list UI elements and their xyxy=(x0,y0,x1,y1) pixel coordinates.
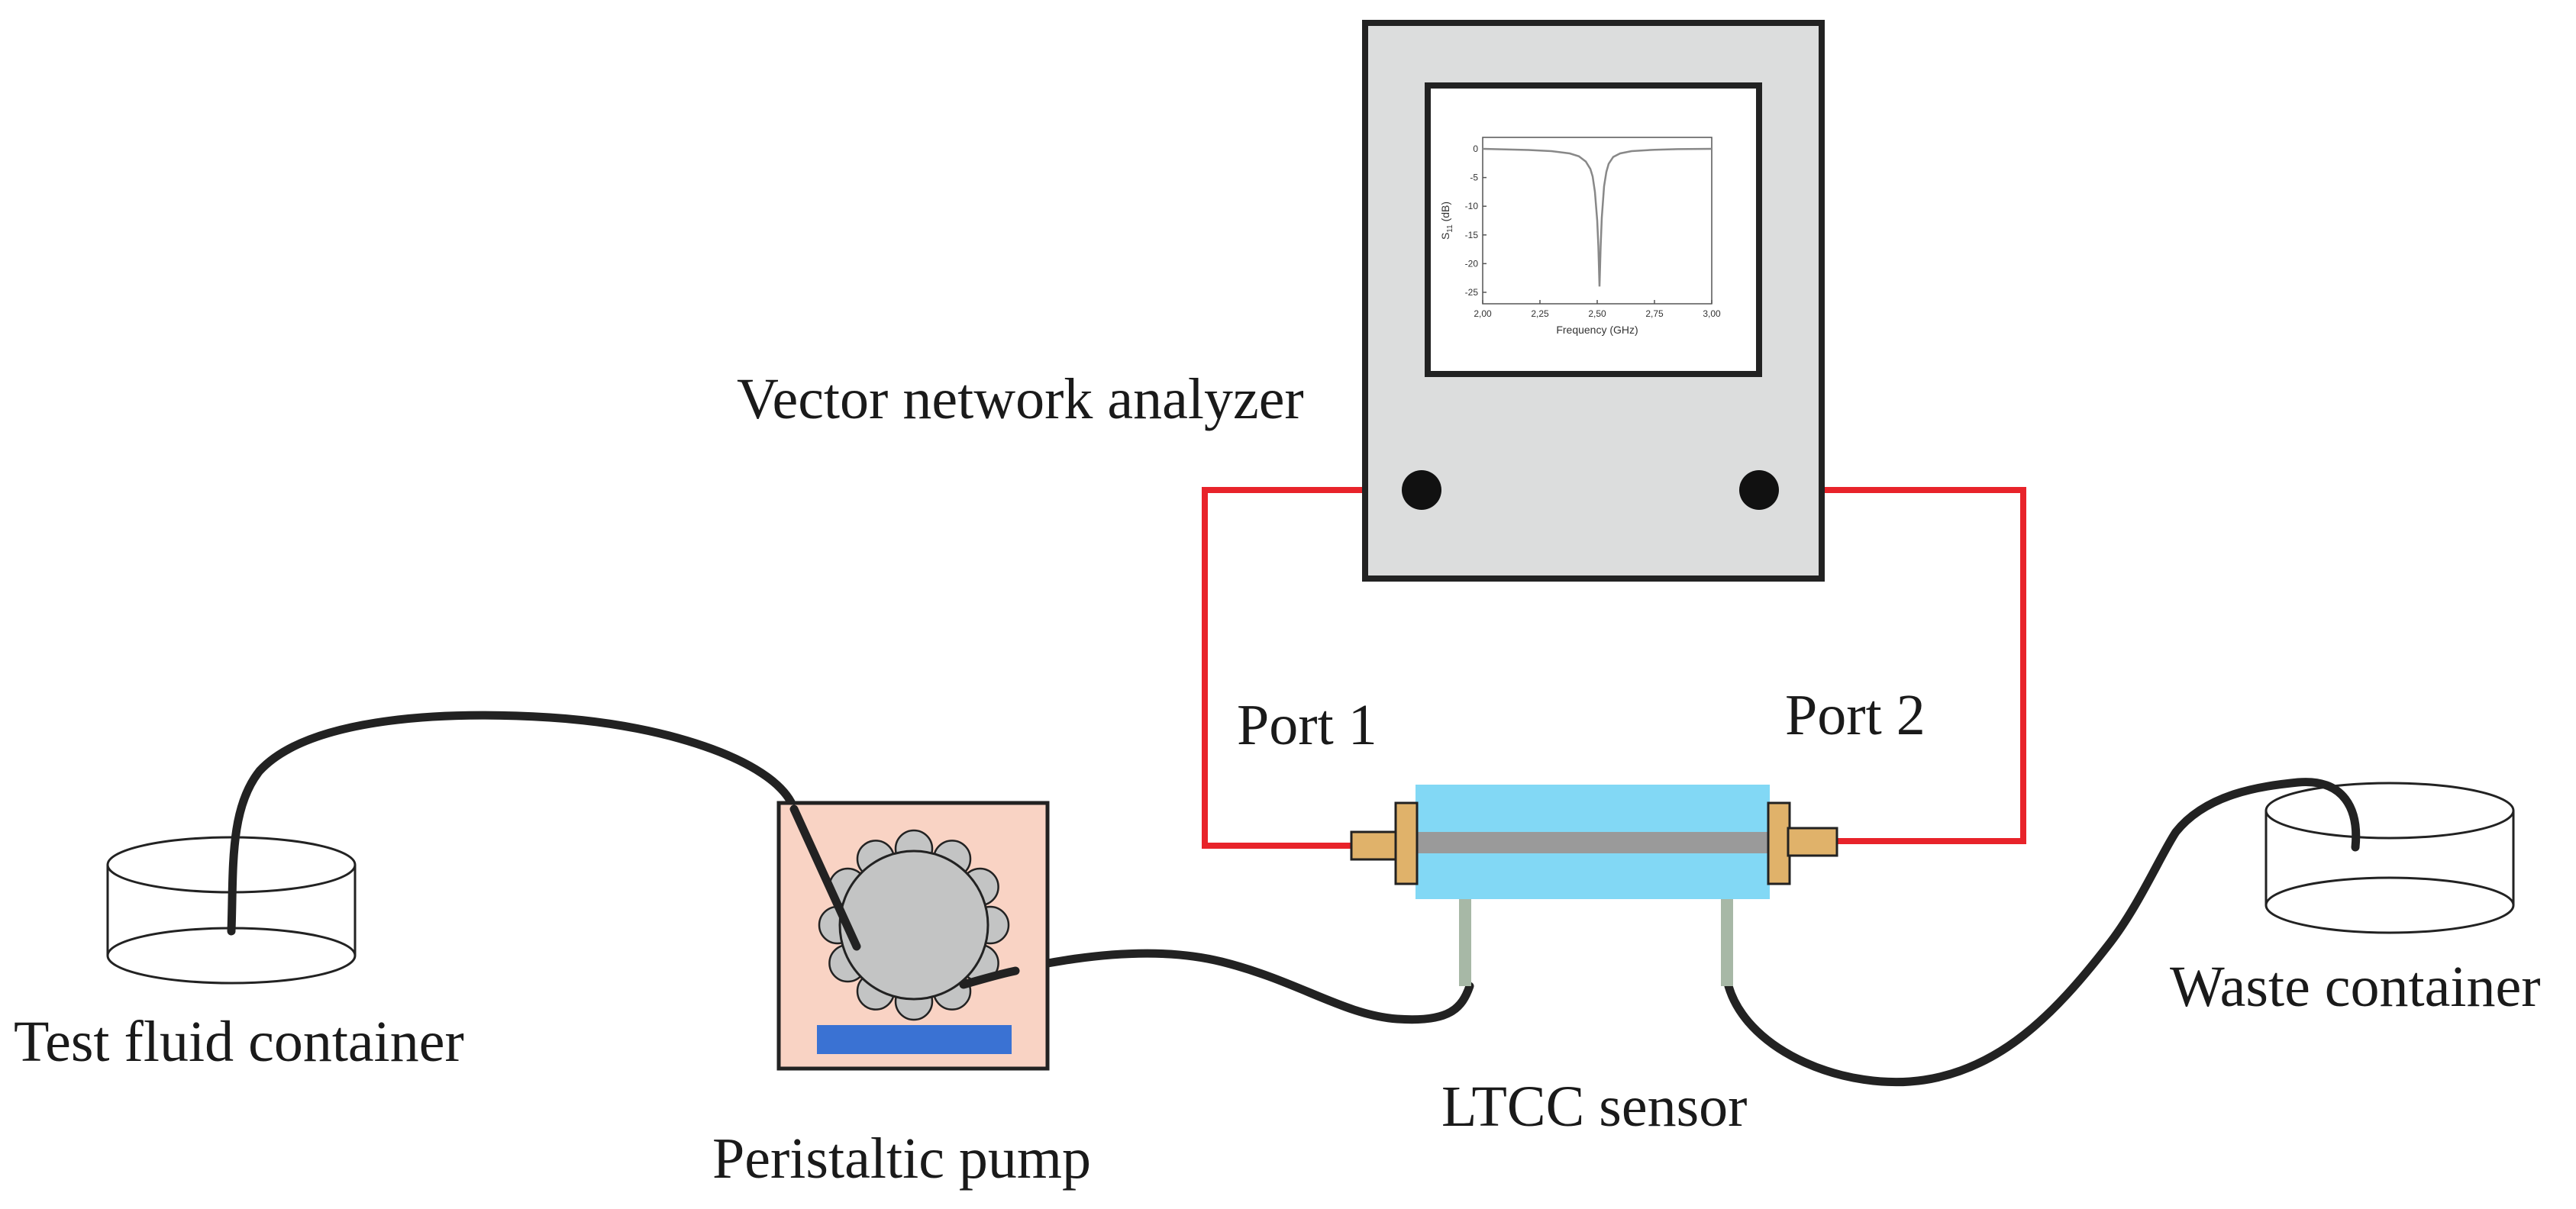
vna-port1-jack[interactable] xyxy=(1402,470,1441,510)
vector-network-analyzer: 2,00 2,25 2,50 2,75 3,00 0 -5 -10 -15 -20 -25 Freq… xyxy=(1362,20,1825,582)
sensor-channel xyxy=(1416,832,1770,853)
fluid-tubing xyxy=(227,711,2361,1087)
pump-rotor xyxy=(838,850,989,1001)
tube-exit-rotor xyxy=(959,966,1020,989)
x-tick-label: 2,00 xyxy=(1474,308,1492,319)
label-test-fluid-container: Test fluid container xyxy=(14,1010,464,1074)
s11-curve xyxy=(1482,147,1712,287)
label-ltcc-sensor: LTCC sensor xyxy=(1441,1075,1747,1139)
vna-port2-jack[interactable] xyxy=(1739,470,1779,510)
y-tick-label: -25 xyxy=(1465,287,1479,298)
label-port-2: Port 2 xyxy=(1785,683,1926,747)
ltcc-sensor xyxy=(1350,785,1838,986)
sensor-connector-left xyxy=(1350,801,1419,885)
container-base xyxy=(106,927,357,985)
waste-container xyxy=(2264,782,2515,934)
pump-control-bar xyxy=(817,1025,1012,1054)
label-waste-container: Waste container xyxy=(2170,955,2541,1019)
test-fluid-container xyxy=(106,836,357,985)
tube-sensor-to-waste xyxy=(1724,778,2361,1087)
peristaltic-pump xyxy=(776,801,1050,1071)
y-tick-label: 0 xyxy=(1473,143,1478,154)
x-axis-label: Frequency (GHz) xyxy=(1556,324,1638,336)
y-tick-label: -20 xyxy=(1465,258,1479,269)
tube-container-to-pump xyxy=(227,711,861,951)
x-tick-label: 2,25 xyxy=(1531,308,1549,319)
y-axis-label: S11 (dB) xyxy=(1439,202,1454,240)
cable-port2 xyxy=(1759,487,2026,844)
waste-rim xyxy=(2264,782,2515,840)
x-tick-label: 3,00 xyxy=(1703,308,1721,319)
sensor-inlet-pipe xyxy=(1459,899,1471,986)
y-tick-label: -5 xyxy=(1470,172,1478,183)
tube-pump-to-sensor xyxy=(959,949,1474,1024)
sensor-outlet-pipe xyxy=(1721,899,1733,986)
x-tick-label: 2,75 xyxy=(1645,308,1664,319)
x-tick-label: 2,50 xyxy=(1588,308,1606,319)
tube-over-rotor xyxy=(789,804,861,951)
label-peristaltic-pump: Peristaltic pump xyxy=(712,1127,1091,1191)
sensor-connector-right xyxy=(1767,801,1838,885)
y-tick-label: -10 xyxy=(1465,201,1479,211)
label-port-1: Port 1 xyxy=(1237,693,1377,757)
waste-base xyxy=(2264,876,2515,934)
plot-ticks: 2,00 2,25 2,50 2,75 3,00 0 -5 -10 -15 -20 -25 xyxy=(1465,143,1721,319)
label-vector-network-analyzer: Vector network analyzer xyxy=(737,367,1304,431)
y-tick-label: -15 xyxy=(1465,230,1479,240)
rf-cables xyxy=(1202,487,2026,849)
cable-port1 xyxy=(1202,487,1422,849)
s11-plot: 2,00 2,25 2,50 2,75 3,00 0 -5 -10 -15 -20 -25 Freq… xyxy=(1439,137,1721,336)
diagram-labels: Vector network analyzer Port 1 Port 2 Te… xyxy=(14,367,2541,1191)
